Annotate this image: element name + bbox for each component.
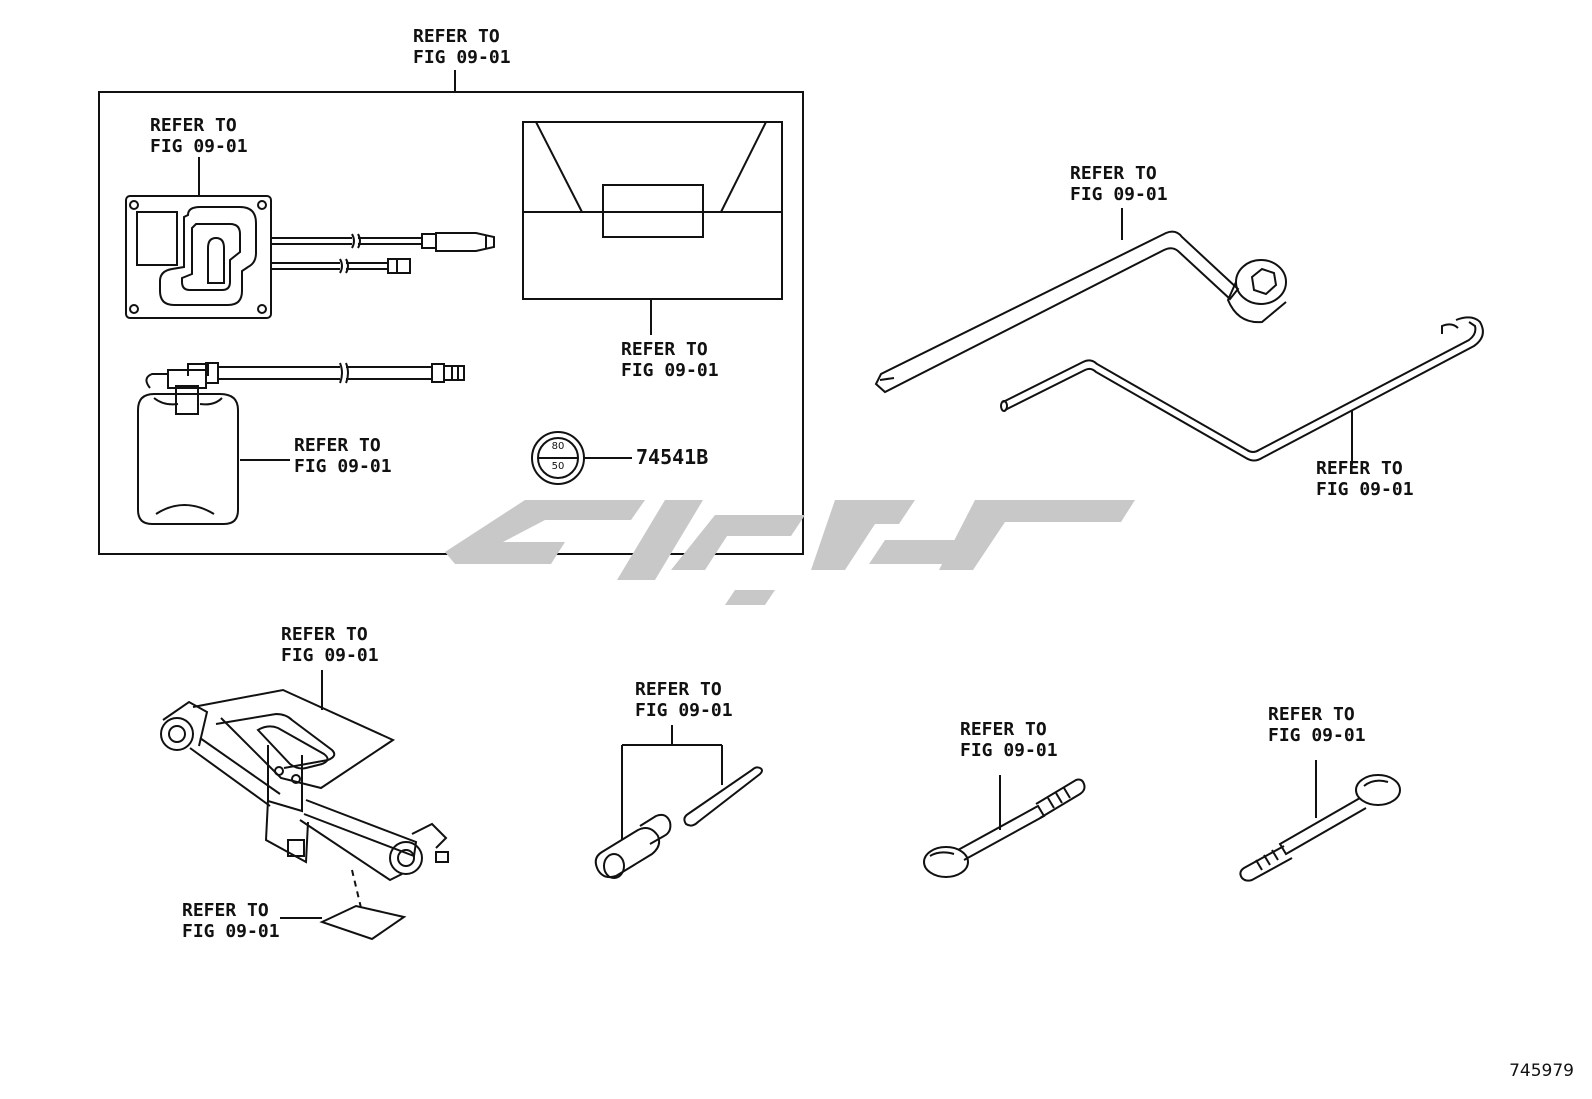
- label-top-value: 80: [551, 441, 565, 452]
- callout-line1: REFER TO: [635, 679, 722, 700]
- jack-handle: [1000, 316, 1484, 465]
- callout-line1: REFER TO: [150, 115, 237, 136]
- callout-line2: FIG 09-01: [1268, 725, 1366, 746]
- callout-line1: REFER TO: [413, 26, 500, 47]
- label-bottom-value: 50: [551, 461, 565, 472]
- scissor-jack: [160, 670, 449, 941]
- callout-lug-wrench: REFER TO FIG 09-01: [1070, 163, 1168, 205]
- callout-storage-bag: REFER TO FIG 09-01: [621, 339, 719, 381]
- callout-line2: FIG 09-01: [1070, 184, 1168, 205]
- part-number-74541B[interactable]: 74541B: [636, 445, 709, 469]
- storage-bag: [522, 121, 783, 335]
- callout-line2: FIG 09-01: [294, 456, 392, 477]
- wrench-right: [1239, 760, 1401, 882]
- callout-line2: FIG 09-01: [281, 645, 379, 666]
- callout-line1: REFER TO: [1070, 163, 1157, 184]
- callout-group: REFER TO FIG 09-01: [413, 26, 511, 68]
- watermark-logo: [445, 500, 1135, 605]
- callout-line2: FIG 09-01: [1316, 479, 1414, 500]
- callout-jack-label: REFER TO FIG 09-01: [182, 900, 280, 942]
- callout-line2: FIG 09-01: [621, 360, 719, 381]
- callout-line2: FIG 09-01: [960, 740, 1058, 761]
- sealant-bottle: [137, 362, 465, 525]
- callout-line2: FIG 09-01: [182, 921, 280, 942]
- callout-line1: REFER TO: [1268, 704, 1355, 725]
- callout-line2: FIG 09-01: [635, 700, 733, 721]
- callout-jack: REFER TO FIG 09-01: [281, 624, 379, 666]
- callout-tool-set: REFER TO FIG 09-01: [635, 679, 733, 721]
- callout-wrench-right: REFER TO FIG 09-01: [1268, 704, 1366, 746]
- callout-line2: FIG 09-01: [413, 47, 511, 68]
- tire-compressor: [125, 157, 495, 319]
- callout-line1: REFER TO: [182, 900, 269, 921]
- callout-line1: REFER TO: [960, 719, 1047, 740]
- callout-wrench-left: REFER TO FIG 09-01: [960, 719, 1058, 761]
- callout-line1: REFER TO: [621, 339, 708, 360]
- lug-wrench: [874, 208, 1287, 394]
- callout-line2: FIG 09-01: [150, 136, 248, 157]
- callout-line1: REFER TO: [294, 435, 381, 456]
- caution-label: [531, 431, 632, 485]
- callout-line1: REFER TO: [281, 624, 368, 645]
- callout-sealant-bottle: REFER TO FIG 09-01: [294, 435, 392, 477]
- wrench-left: [923, 775, 1086, 878]
- callout-line1: REFER TO: [1316, 458, 1403, 479]
- tool-set: [594, 725, 763, 879]
- figure-id: 745979: [1509, 1061, 1574, 1081]
- callout-compressor: REFER TO FIG 09-01: [150, 115, 248, 157]
- callout-jack-handle: REFER TO FIG 09-01: [1316, 458, 1414, 500]
